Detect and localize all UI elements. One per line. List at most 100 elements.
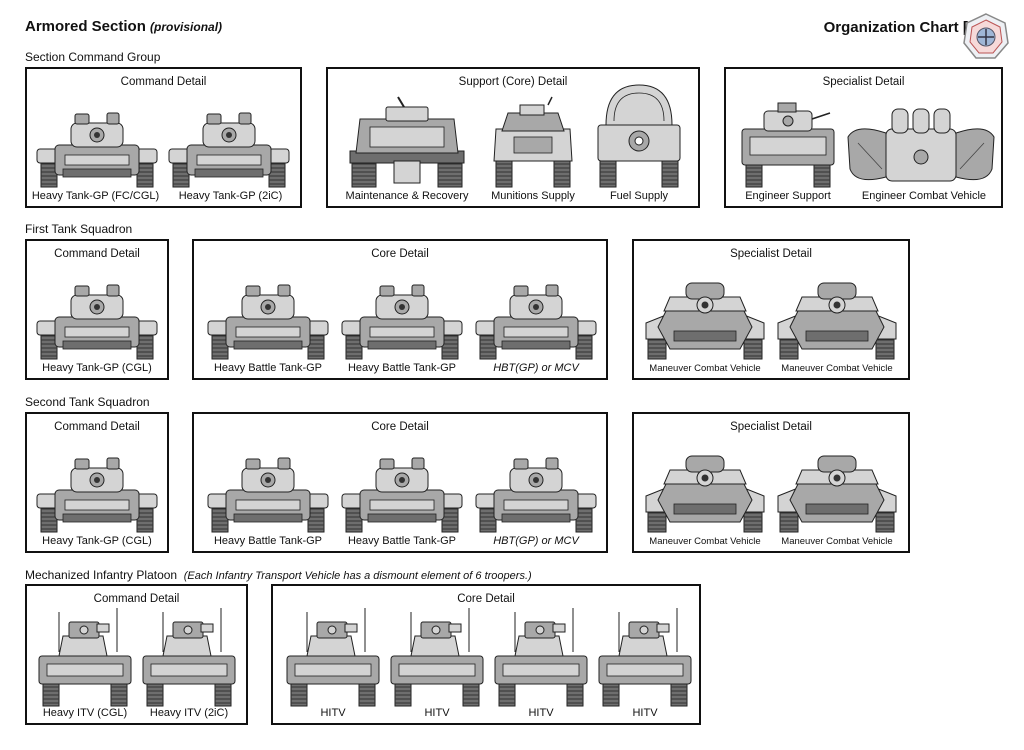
infantry-transport-vehicle-icon: [38, 608, 132, 707]
heavy-tank-icon: [36, 112, 158, 188]
vehicle-caption: Heavy Tank-GP (FC/CGL): [31, 190, 160, 202]
vehicle-hitv: [493, 608, 589, 707]
recovery-vehicle-icon: [349, 96, 465, 188]
box-title: Command Detail: [120, 76, 207, 88]
vehicle-heavy-battle-tank: [206, 281, 330, 361]
box-title: Command Detail: [54, 248, 140, 260]
vehicle-engineer-combat: [846, 107, 996, 189]
vehicle-caption: HBT(GP) or MCV: [493, 362, 579, 374]
vehicle-heavy-battle-tank: [474, 454, 598, 534]
vehicle-itv: [141, 608, 237, 707]
unit-emblem-icon: [963, 13, 1009, 59]
first-squadron-specialist-detail: Specialist Detail Maneuver Combat Vehicl…: [632, 239, 910, 380]
vehicle-caption: Heavy Tank-GP (2iC): [178, 190, 283, 202]
vehicle-hitv: [285, 608, 381, 707]
heavy-battle-tank-icon: [207, 284, 329, 360]
vehicle-caption: Fuel Supply: [609, 190, 669, 202]
vehicle-caption: Munitions Supply: [491, 190, 575, 202]
vehicle-caption: Heavy Tank-GP (CGL): [42, 362, 152, 374]
group-label-command: Section Command Group: [25, 50, 161, 64]
heavy-battle-tank-icon: [207, 457, 329, 533]
vehicle-hitv: [597, 608, 693, 707]
infantry-transport-vehicle-icon: [598, 608, 692, 707]
box-title: Command Detail: [54, 421, 140, 433]
heavy-tank-icon: [168, 112, 290, 188]
vehicle-caption: Heavy Battle Tank-GP: [213, 535, 322, 547]
vehicle-heavy-battle-tank: [340, 454, 464, 534]
command-group-support-detail: Support (Core) Detail Maintenance & Reco…: [326, 67, 700, 208]
first-squadron-core-detail: Core Detail: [192, 239, 608, 380]
title-note: (provisional): [150, 20, 223, 34]
vehicle-heavy-battle-tank: [474, 281, 598, 361]
box-title: Core Detail: [371, 248, 429, 260]
vehicle-caption: Maneuver Combat Vehicle: [649, 363, 761, 374]
vehicle-caption: Heavy Battle Tank-GP: [347, 362, 456, 374]
vehicle-itv: [37, 608, 133, 707]
heavy-battle-tank-icon: [341, 284, 463, 360]
vehicle-caption: HBT(GP) or MCV: [493, 535, 579, 547]
vehicle-caption: HITV: [528, 707, 554, 719]
infantry-note: (Each Infantry Transport Vehicle has a d…: [183, 570, 532, 582]
vehicle-caption: Heavy Tank-GP (CGL): [42, 535, 152, 547]
vehicle-caption: Heavy ITV (2iC): [149, 707, 229, 719]
vehicle-caption: HITV: [424, 707, 450, 719]
box-title: Specialist Detail: [730, 248, 812, 260]
vehicle-recovery: [346, 95, 468, 189]
vehicle-caption: Maneuver Combat Vehicle: [781, 363, 893, 374]
engineer-support-icon: [741, 102, 835, 188]
vehicle-caption: Heavy Battle Tank-GP: [347, 535, 456, 547]
maneuver-combat-vehicle-icon: [645, 282, 765, 360]
vehicle-caption: HITV: [632, 707, 658, 719]
vehicle-heavy-tank: [35, 454, 159, 534]
box-title: Core Detail: [371, 421, 429, 433]
chart-label: Organization Chart [v1.0]: [823, 19, 1002, 36]
vehicle-mcv: [776, 452, 898, 534]
box-title: Command Detail: [93, 593, 180, 605]
command-group-command-detail: Command Detail Heavy Tank-GP (FC/CGL) He…: [25, 67, 302, 208]
maneuver-combat-vehicle-icon: [645, 455, 765, 533]
first-squadron-command-detail: Command Detail Heavy Tank-GP (CGL): [25, 239, 169, 380]
vehicle-munitions: [490, 95, 576, 189]
vehicle-engineer-support: [738, 99, 838, 189]
vehicle-caption: Engineer Combat Vehicle: [861, 190, 987, 202]
infantry-transport-vehicle-icon: [494, 608, 588, 707]
vehicle-caption: Maneuver Combat Vehicle: [781, 536, 893, 547]
infantry-transport-vehicle-icon: [142, 608, 236, 707]
fuel-vehicle-icon: [597, 84, 681, 188]
second-squadron-core-detail: Core Detail: [192, 412, 608, 553]
maneuver-combat-vehicle-icon: [777, 282, 897, 360]
infantry-transport-vehicle-icon: [390, 608, 484, 707]
vehicle-mcv: [644, 279, 766, 361]
group-label-infantry: Mechanized Infantry Platoon (Each Infant…: [25, 568, 532, 582]
vehicle-fuel: [596, 81, 682, 189]
page-title: Armored Section (provisional): [25, 18, 222, 35]
vehicle-caption: Maneuver Combat Vehicle: [649, 536, 761, 547]
box-title: Specialist Detail: [822, 76, 905, 88]
vehicle-heavy-tank: [35, 109, 159, 189]
box-title: Support (Core) Detail: [458, 76, 568, 88]
vehicle-heavy-battle-tank: [206, 454, 330, 534]
heavy-battle-tank-icon: [341, 457, 463, 533]
group-label-second-squadron: Second Tank Squadron: [25, 395, 150, 409]
vehicle-caption: Engineer Support: [745, 190, 831, 202]
box-title: Specialist Detail: [730, 421, 812, 433]
vehicle-heavy-tank: [167, 109, 291, 189]
heavy-battle-tank-icon: [475, 284, 597, 360]
vehicle-caption: Maintenance & Recovery: [345, 190, 469, 202]
group-label-first-squadron: First Tank Squadron: [25, 222, 133, 236]
heavy-battle-tank-icon: [475, 457, 597, 533]
infantry-transport-vehicle-icon: [286, 608, 380, 707]
infantry-core-detail: Core Detail: [271, 584, 701, 725]
vehicle-heavy-tank: [35, 281, 159, 361]
box-title: Core Detail: [457, 593, 515, 605]
vehicle-mcv: [776, 279, 898, 361]
vehicle-caption: HITV: [320, 707, 346, 719]
command-group-specialist-detail: Specialist Detail Engineer Support Engin…: [724, 67, 1003, 208]
title-text: Armored Section: [25, 18, 146, 35]
second-squadron-command-detail: Command Detail Heavy Tank-GP (CGL): [25, 412, 169, 553]
heavy-tank-icon: [36, 457, 158, 533]
second-squadron-specialist-detail: Specialist Detail Maneuver Combat Vehicl…: [632, 412, 910, 553]
vehicle-hitv: [389, 608, 485, 707]
maneuver-combat-vehicle-icon: [777, 455, 897, 533]
infantry-label-text: Mechanized Infantry Platoon: [25, 568, 178, 582]
